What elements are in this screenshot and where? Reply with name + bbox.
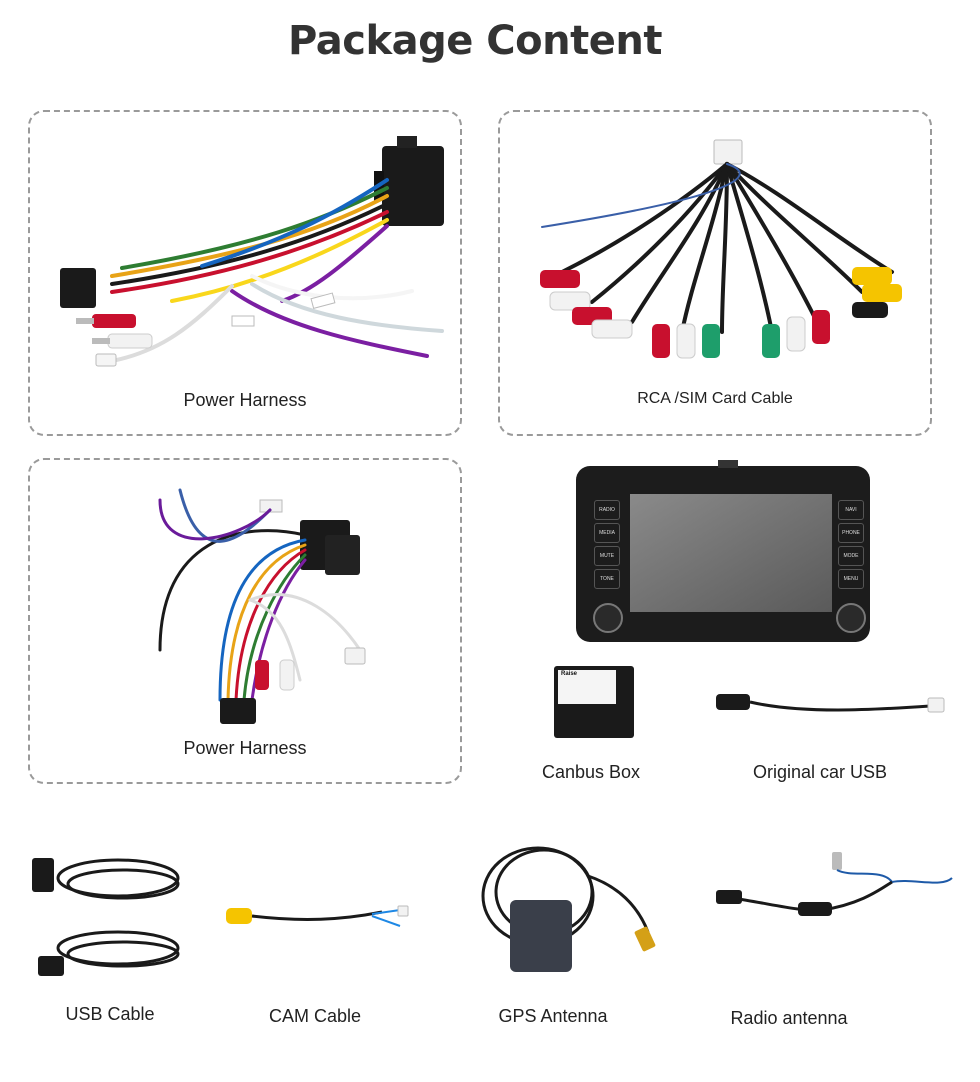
power-harness-image xyxy=(52,126,452,376)
usb-cable-image xyxy=(28,836,188,984)
media-button: MEDIA xyxy=(594,523,620,543)
canbus-brand-label: Raise xyxy=(561,671,578,677)
navi-button: NAVI xyxy=(838,500,864,520)
rca-cable-image xyxy=(522,132,922,362)
phone-button: PHONE xyxy=(838,523,864,543)
item-label: Power Harness xyxy=(183,738,307,758)
item-box-rca-sim-cable: RCA /SIM Card Cable xyxy=(498,110,932,436)
menu-button: MENU xyxy=(838,569,864,589)
item-label: Original car USB xyxy=(752,762,888,782)
mode-button: MODE xyxy=(838,546,864,566)
radio-antenna-image xyxy=(712,848,956,928)
page-title: Package Content xyxy=(288,18,662,64)
item-box-power-harness-1: Power Harness xyxy=(28,110,462,436)
item-label: CAM Cable xyxy=(268,1006,362,1026)
item-label: RCA /SIM Card Cable xyxy=(637,390,793,407)
mute-button: MUTE xyxy=(594,546,620,566)
tone-button: TONE xyxy=(594,569,620,589)
item-label: Radio antenna xyxy=(730,1008,848,1028)
item-label: USB Cable xyxy=(65,1004,155,1024)
head-unit-left-buttons: RADIO MEDIA MUTE TONE xyxy=(594,500,620,589)
head-unit-image: RADIO MEDIA MUTE TONE NAVI PHONE MODE ME… xyxy=(568,460,878,646)
power-harness-2-image xyxy=(120,480,380,730)
cam-cable-image xyxy=(222,902,410,932)
canbus-box-image: Raise xyxy=(552,664,636,740)
gps-antenna-image xyxy=(478,836,666,976)
head-unit-right-buttons: NAVI PHONE MODE MENU xyxy=(838,500,864,589)
item-label: GPS Antenna xyxy=(498,1006,608,1026)
original-usb-image xyxy=(712,684,948,720)
item-box-power-harness-2: Power Harness xyxy=(28,458,462,784)
item-label: Canbus Box xyxy=(541,762,641,782)
item-label: Power Harness xyxy=(183,390,307,410)
radio-button: RADIO xyxy=(594,500,620,520)
